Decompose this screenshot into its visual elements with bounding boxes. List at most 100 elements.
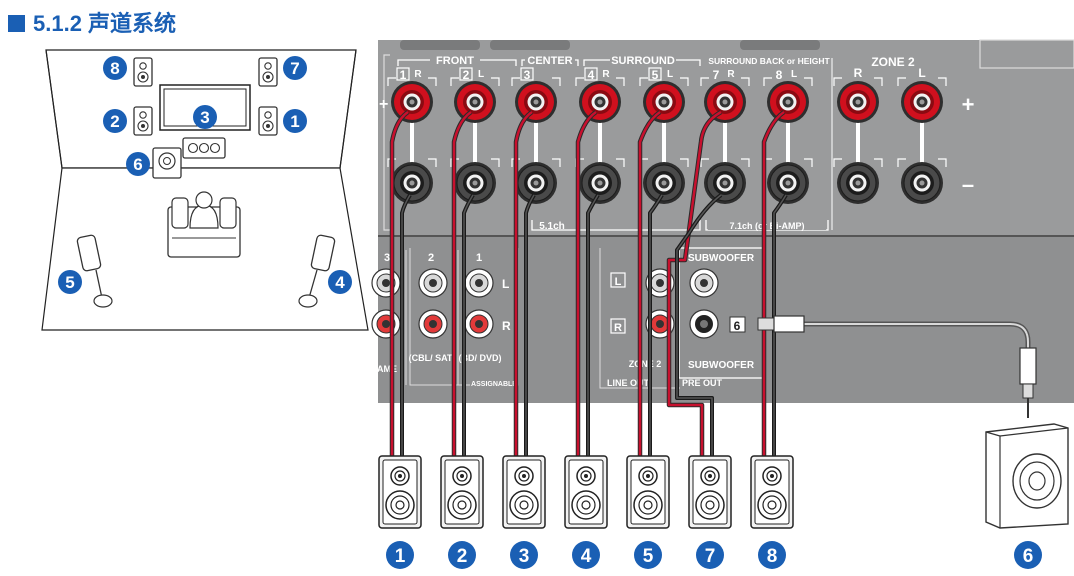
svg-text:6: 6	[1023, 546, 1034, 567]
surround-back-label: SURROUND BACK or HEIGHT	[708, 56, 830, 66]
room-speaker-7-icon	[258, 57, 278, 87]
zone2-r-label: R	[854, 66, 863, 80]
terminal-minus-5	[642, 161, 686, 205]
audio-in-2-r-jack	[418, 309, 448, 339]
room-subwoofer-icon	[152, 147, 182, 179]
svg-text:ASSIGNABLE: ASSIGNABLE	[471, 381, 517, 388]
subwoofer-unit-icon	[985, 423, 1069, 529]
speaker-badge-7	[696, 541, 724, 569]
svg-text:PRE OUT: PRE OUT	[682, 378, 723, 388]
svg-text:7: 7	[290, 59, 299, 78]
zone2-label: ZONE 2	[871, 55, 915, 69]
terminal-minus-2	[453, 161, 497, 205]
cable-minus-2	[462, 193, 475, 456]
label-7-1ch: 7.1ch (or Bi-AMP)	[729, 221, 804, 231]
channel-num-8: 8	[776, 68, 783, 82]
speaker-badge-num-2: 2	[457, 546, 468, 567]
channel-num-1: 1	[400, 68, 407, 82]
cable-plus-4	[575, 110, 598, 456]
terminal-plus-6	[704, 81, 746, 123]
terminal-minus-9	[900, 161, 944, 205]
cable-plus-1	[389, 110, 410, 456]
speaker-4: 4	[564, 455, 608, 569]
terminal-pair-2	[450, 77, 500, 205]
room-badge-3: 3	[193, 105, 217, 129]
svg-text:GAME: GAME	[370, 364, 397, 374]
svg-text:1: 1	[476, 252, 482, 264]
speaker-5: 5	[626, 455, 670, 569]
svg-text:4: 4	[335, 273, 345, 292]
speaker-3-icon	[502, 455, 546, 529]
speaker-cables	[389, 110, 788, 456]
speaker-badge-num-1: 1	[395, 546, 406, 567]
channel-mark-3: 3	[520, 67, 534, 82]
channel-num-4: 4	[588, 68, 595, 82]
terminal-minus-6	[703, 161, 747, 205]
speaker-badge-5	[634, 541, 662, 569]
channel-num-2: 2	[463, 68, 470, 82]
plus-label: +	[962, 92, 975, 117]
terminal-plus-1	[391, 81, 433, 123]
channel-side-2: L	[478, 69, 484, 80]
speaker-1-icon	[378, 455, 422, 529]
cable-minus-7	[675, 193, 723, 456]
minus-label: –	[962, 172, 974, 197]
page-title: 5.1.2 声道系统	[8, 6, 176, 38]
svg-text:LINE OUT: LINE OUT	[607, 378, 650, 388]
speaker-badge-2	[448, 541, 476, 569]
room-speaker-1-icon	[258, 106, 278, 136]
terminal-pair-9	[897, 77, 947, 205]
cable-plus-5	[637, 110, 662, 456]
channel-side-4: R	[602, 69, 610, 80]
speaker-8-icon	[750, 455, 794, 529]
channel-num-5: 5	[652, 68, 659, 82]
svg-text:2: 2	[428, 252, 434, 264]
front-label: FRONT	[436, 55, 474, 67]
subwoofer-badge: 6	[1014, 541, 1042, 569]
terminal-plus-5	[643, 81, 685, 123]
title-square-icon	[8, 15, 25, 32]
cable-minus-3	[524, 193, 536, 456]
svg-text:5: 5	[65, 273, 74, 292]
channel-side-7: R	[727, 69, 735, 80]
title-text: 5.1.2 声道系统	[33, 11, 177, 36]
channel-side-8: L	[791, 69, 797, 80]
speaker-7-icon	[688, 455, 732, 529]
zone2-l-label: L	[918, 66, 925, 80]
svg-text:3: 3	[200, 108, 209, 127]
terminal-plus-9	[901, 81, 943, 123]
room-badge-1: 1	[283, 109, 307, 133]
terminal-minus-8	[836, 161, 880, 205]
channel-side-1: R	[414, 69, 422, 80]
terminal-minus-7	[766, 161, 810, 205]
terminal-plus-7	[767, 81, 809, 123]
svg-text:ZONE 2: ZONE 2	[629, 359, 662, 369]
svg-text:R: R	[614, 322, 622, 334]
svg-text:R: R	[502, 319, 511, 333]
label-5-1ch: 5.1ch	[539, 221, 565, 232]
terminal-plus-4	[579, 81, 621, 123]
speaker-badge-num-4: 4	[581, 546, 592, 567]
room-speaker-5-icon	[76, 234, 113, 308]
svg-text:1: 1	[290, 112, 299, 131]
svg-text:(BD/ DVD): (BD/ DVD)	[459, 353, 502, 363]
room-center-speaker-icon	[182, 137, 226, 159]
speaker-5-icon	[626, 455, 670, 529]
speaker-badge-num-8: 8	[767, 546, 778, 567]
svg-text:+: +	[379, 96, 388, 113]
room-badge-6: 6	[126, 152, 150, 176]
cable-plus-3	[513, 110, 534, 456]
audio-in-1-l-jack	[464, 268, 494, 298]
room-badge-5: 5	[58, 270, 82, 294]
svg-text:6: 6	[133, 155, 142, 174]
cable-minus-4	[586, 193, 600, 456]
room-speaker-4-icon	[298, 234, 336, 308]
speaker-badge-3	[510, 541, 538, 569]
svg-text:3: 3	[384, 252, 390, 264]
cable-minus-8	[772, 193, 788, 456]
speaker-badge-num-3: 3	[519, 546, 530, 567]
